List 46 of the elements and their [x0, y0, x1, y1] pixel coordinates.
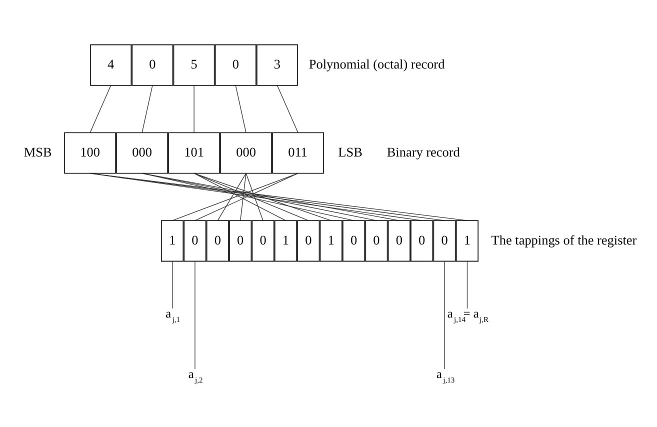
label: LSB — [338, 144, 362, 160]
node-box: 1 — [160, 220, 184, 262]
node-box: 0 — [388, 220, 410, 262]
node-box: 0 — [365, 220, 388, 262]
label: Polynomial (octal) record — [308, 56, 445, 72]
node-box: 0 — [252, 220, 274, 262]
node-box: 0 — [410, 220, 434, 262]
node-box: 5 — [173, 44, 215, 86]
node-box: 100 — [64, 132, 116, 174]
connector — [90, 85, 112, 134]
connector — [172, 173, 298, 221]
label: The tappings of the register — [491, 232, 637, 248]
node-box: 3 — [256, 44, 298, 86]
node-box: 0 — [433, 220, 456, 262]
node-box: 0 — [132, 44, 174, 86]
node-text: a$_{j,14}$= a$_{j,R}$ — [447, 306, 489, 324]
connector — [246, 173, 264, 221]
connector — [217, 173, 246, 221]
node-box: 000 — [116, 132, 168, 174]
node-box: 1 — [456, 220, 479, 262]
connector — [466, 260, 468, 309]
node-box: 0 — [297, 220, 320, 262]
node-box: 0 — [342, 220, 366, 262]
label: MSB — [24, 144, 52, 160]
connector — [194, 261, 196, 370]
connector — [194, 173, 332, 221]
label: Binary record — [386, 144, 460, 160]
node-box: 1 — [320, 220, 342, 262]
connector — [142, 85, 153, 134]
node-box: 0 — [214, 44, 256, 86]
node-box: 0 — [184, 220, 206, 262]
node-box: 011 — [272, 132, 324, 174]
node-text: a$_{j,1}$ — [166, 306, 180, 324]
connector — [276, 85, 298, 134]
node-box: 000 — [220, 132, 272, 174]
node-text: a$_{j,13}$ — [436, 366, 455, 384]
node-box: 101 — [168, 132, 220, 174]
node-box: 0 — [206, 220, 230, 262]
connector — [235, 85, 246, 134]
node-text: a$_{j,2}$ — [188, 366, 203, 384]
connector — [444, 261, 445, 370]
node-box: 4 — [90, 44, 132, 86]
connector — [240, 173, 246, 221]
node-box: 0 — [229, 220, 252, 262]
node-box: 1 — [274, 220, 298, 262]
connector — [172, 260, 173, 309]
